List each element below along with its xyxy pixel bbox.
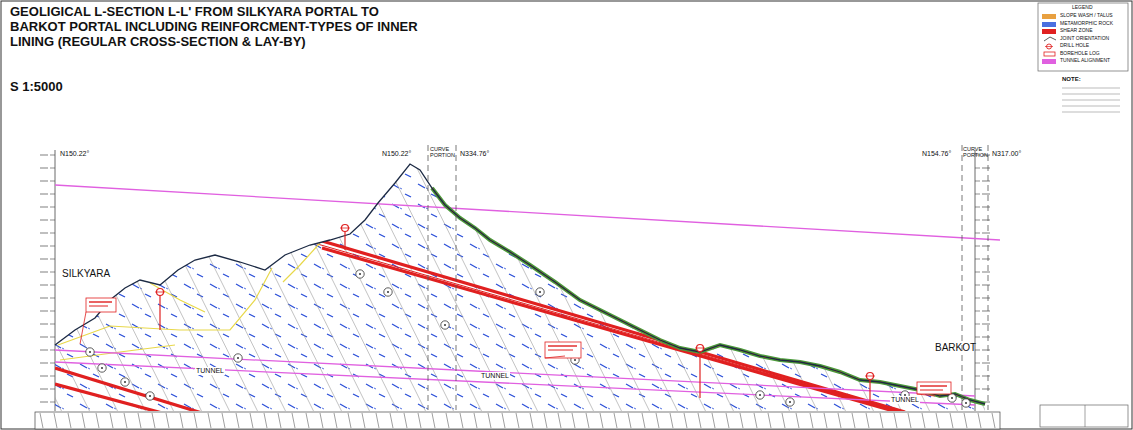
- shear-zone: [314, 243, 915, 416]
- legend-text: TUNNEL ALIGNMENT: [1060, 58, 1110, 64]
- legend-row: TUNNEL ALIGNMENT: [1042, 58, 1126, 65]
- portal-name: SILKYARA: [62, 268, 110, 280]
- legend-text: DRILL HOLE: [1060, 43, 1089, 49]
- legend-row: METAMORPHIC ROCK: [1042, 21, 1126, 28]
- overburden-contact: [150, 283, 205, 312]
- legend-row: DRILL HOLE: [1042, 43, 1126, 50]
- shear-zone: [55, 368, 290, 430]
- legend-row: SHEAR ZONE: [1042, 28, 1126, 35]
- legend-swatch: [1042, 59, 1056, 64]
- bearing-label: N150.22°: [382, 150, 411, 158]
- rock-class-marker: [86, 270, 970, 407]
- legend-row: JOINT ORIENTATION: [1042, 36, 1126, 43]
- note-heading: NOTE:: [1062, 76, 1081, 83]
- curve-marker: [428, 145, 988, 410]
- shear-zone: [305, 236, 905, 412]
- tunnel-label: TUNNEL: [195, 367, 225, 375]
- curve-label: CURVE PORTION: [430, 146, 455, 159]
- borehole-callout: [80, 298, 951, 396]
- rock-mass: [0, 150, 1126, 430]
- tunnel-label: TUNNEL: [890, 396, 920, 404]
- legend-row: SLOPE WASH / TALUS: [1042, 13, 1126, 20]
- tunnel-label: TUNNEL: [480, 372, 510, 380]
- ground-surface: [432, 188, 985, 404]
- bearing-label: N154.76°: [922, 150, 951, 158]
- ground-surface: [432, 188, 985, 404]
- legend-swatch: [1042, 14, 1056, 19]
- legend-text: BOREHOLE LOG: [1060, 51, 1100, 57]
- drill-hole: [155, 225, 875, 405]
- legend-row: BOREHOLE LOG: [1042, 51, 1126, 58]
- drawing-title: GEOLIGICAL L-SECTION L-L' FROM SILKYARA …: [10, 5, 430, 50]
- ground-surface: [55, 164, 985, 404]
- legend-text: METAMORPHIC ROCK: [1060, 21, 1113, 27]
- curve-label: CURVE PORTION: [963, 146, 988, 159]
- legend-text: SLOPE WASH / TALUS: [1060, 13, 1113, 19]
- legend-symbol: [1044, 37, 1056, 56]
- legend-text: JOINT ORIENTATION: [1060, 36, 1109, 42]
- legend-heading: LEGEND: [1072, 5, 1093, 11]
- overburden-contact: [58, 268, 272, 345]
- scale-note: S 1:5000: [10, 80, 63, 95]
- bearing-label: N317.00°: [992, 150, 1021, 158]
- shear-zone: [55, 384, 262, 430]
- shear-zone: [322, 248, 925, 420]
- legend-swatch: [1042, 29, 1056, 34]
- bearing-label: N334.76°: [460, 150, 489, 158]
- tunnel-alignment: [55, 185, 1000, 405]
- bearing-label: N150.22°: [60, 150, 89, 158]
- portal-name: BARKOT: [935, 342, 976, 354]
- legend-text: SHEAR ZONE: [1060, 28, 1093, 34]
- legend-swatch: [1042, 22, 1056, 27]
